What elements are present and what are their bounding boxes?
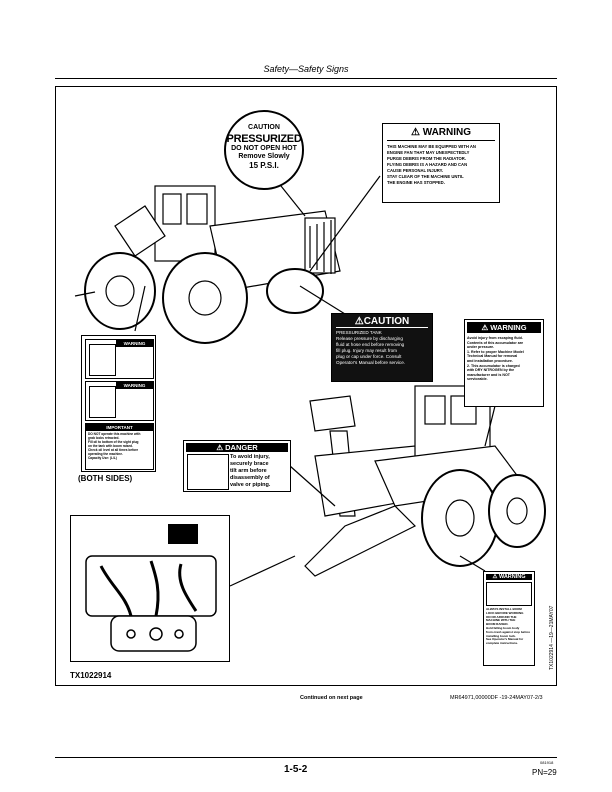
warning-accumulator-decal: ⚠ WARNING Avoid injury from escaping flu… [464,319,544,407]
danger-head: ⚠ DANGER [186,443,288,452]
caution-circle-psi: 15 P.S.I. [249,161,279,170]
valve-detail-drawing [85,555,217,652]
danger-tilt-arm-decal: ⚠ DANGER To avoid injury,securely brace … [183,440,291,492]
caution-circle-line2: Remove Slowly [238,153,290,160]
header-rule [55,78,557,79]
document-reference: MR64971,00000DF -19-24MAY07-2/3 [450,695,543,701]
hazard-pictogram-icon [89,344,116,376]
page-header-title: Safety—Safety Signs [263,64,349,74]
page-number: 1-5-2 [284,764,308,775]
footer-rule [55,757,557,758]
machine-illustrations [74,165,546,587]
both-sides-label: (BOTH SIDES) [78,474,133,483]
side-warning-2: WARNING [85,381,154,421]
boom-lock-pictogram-icon [486,582,532,606]
side-decal-panel: WARNING WARNING IMPORTANT DO NOT operate… [81,335,156,472]
figure-id: TX1022914 [70,671,112,680]
crush-hazard-icon [187,454,229,490]
warning-engine-fan-decal: ⚠ WARNING THIS MACHINE MAY BE EQUIPPED W… [382,123,500,203]
inset-decal-marker [168,524,198,544]
caution-circle-head: CAUTION [248,124,280,131]
warning-right-head: ⚠ WARNING [467,322,541,333]
side-important: IMPORTANT DO NOT operate this machine wi… [85,423,154,470]
continued-note: Continued on next page [300,695,363,701]
pn-label: PN=29 [532,768,557,777]
warning-right-text: Avoid injury from escaping fluid.Content… [467,336,524,382]
hazard-pictogram-icon [89,386,116,418]
detail-inset [70,515,230,662]
side-warning-1: WARNING [85,339,154,379]
figure-vertical-ref: TX1022914 —19—21MAY07 [549,605,555,670]
caution-pressurized-decal: CAUTION PRESSURIZED DO NOT OPEN HOT Remo… [224,110,304,190]
footer-code: 081918 [540,760,554,765]
caution-circle-line1: DO NOT OPEN HOT [231,145,297,152]
illustration-frame [55,86,557,686]
warning-top-head: ⚠ WARNING [387,127,495,141]
warning-br-head: ⚠ WARNING [486,574,532,580]
caution-rect-head: ⚠CAUTION [336,316,428,328]
danger-text: To avoid injury,securely brace tilt arm … [230,454,271,488]
caution-circle-big: PRESSURIZED [226,133,302,145]
